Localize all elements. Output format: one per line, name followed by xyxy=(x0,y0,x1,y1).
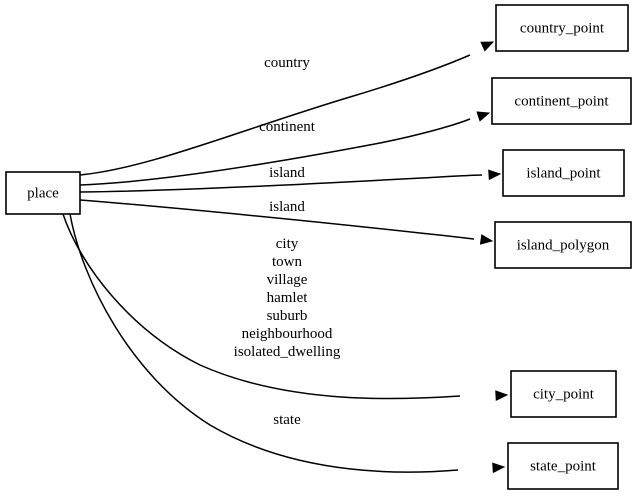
node-label: state_point xyxy=(530,458,597,474)
node-continent_point[interactable]: continent_point xyxy=(491,77,632,125)
node-island_point[interactable]: island_point xyxy=(502,149,625,197)
edges-layer xyxy=(62,41,509,474)
node-label: country_point xyxy=(520,20,605,36)
arrow-head-icon xyxy=(492,462,506,474)
edge-line xyxy=(79,54,471,176)
node-country_point[interactable]: country_point xyxy=(495,4,629,52)
node-box[interactable] xyxy=(502,149,625,197)
arrow-head-icon xyxy=(476,111,491,122)
edge-label-place-to-island_polygon: island xyxy=(269,199,305,215)
node-box[interactable] xyxy=(507,442,619,490)
edge-line xyxy=(62,213,461,400)
edge-place-to-continent_point xyxy=(79,111,491,186)
edge-line xyxy=(79,174,483,193)
arrow-head-icon xyxy=(480,41,495,52)
node-label: island_point xyxy=(526,165,601,181)
node-state_point[interactable]: state_point xyxy=(507,442,619,490)
edge-place-to-island_point xyxy=(79,169,502,193)
node-island_polygon[interactable]: island_polygon xyxy=(494,221,632,269)
node-box[interactable] xyxy=(491,77,632,125)
edge-line xyxy=(79,199,475,240)
node-box[interactable] xyxy=(510,370,617,418)
node-place[interactable]: place xyxy=(5,171,81,215)
node-label: continent_point xyxy=(514,93,609,109)
arrow-head-icon xyxy=(479,234,494,245)
node-label: city_point xyxy=(533,386,595,402)
arrow-head-icon xyxy=(488,169,502,181)
arrow-head-icon xyxy=(495,390,509,401)
edge-label-place-to-continent_point: continent xyxy=(259,119,316,135)
node-city_point[interactable]: city_point xyxy=(510,370,617,418)
edge-place-to-city_point xyxy=(62,213,509,401)
edge-place-to-country_point xyxy=(79,41,495,176)
edge-line xyxy=(69,213,459,473)
node-box[interactable] xyxy=(494,221,632,269)
edge-label-place-to-state_point: state xyxy=(273,412,301,428)
nodes-layer: place country_point continent_point island_… xyxy=(5,4,632,490)
edge-label-place-to-country_point: country xyxy=(264,55,310,71)
node-box[interactable] xyxy=(495,4,629,52)
edge-label-place-to-island_point: island xyxy=(269,165,305,181)
edge-place-to-island_polygon xyxy=(79,199,494,245)
node-label: island_polygon xyxy=(517,237,610,253)
node-box[interactable] xyxy=(5,171,81,215)
edge-line xyxy=(79,118,471,186)
node-label: place xyxy=(27,185,59,201)
edge-place-to-state_point xyxy=(69,213,506,474)
